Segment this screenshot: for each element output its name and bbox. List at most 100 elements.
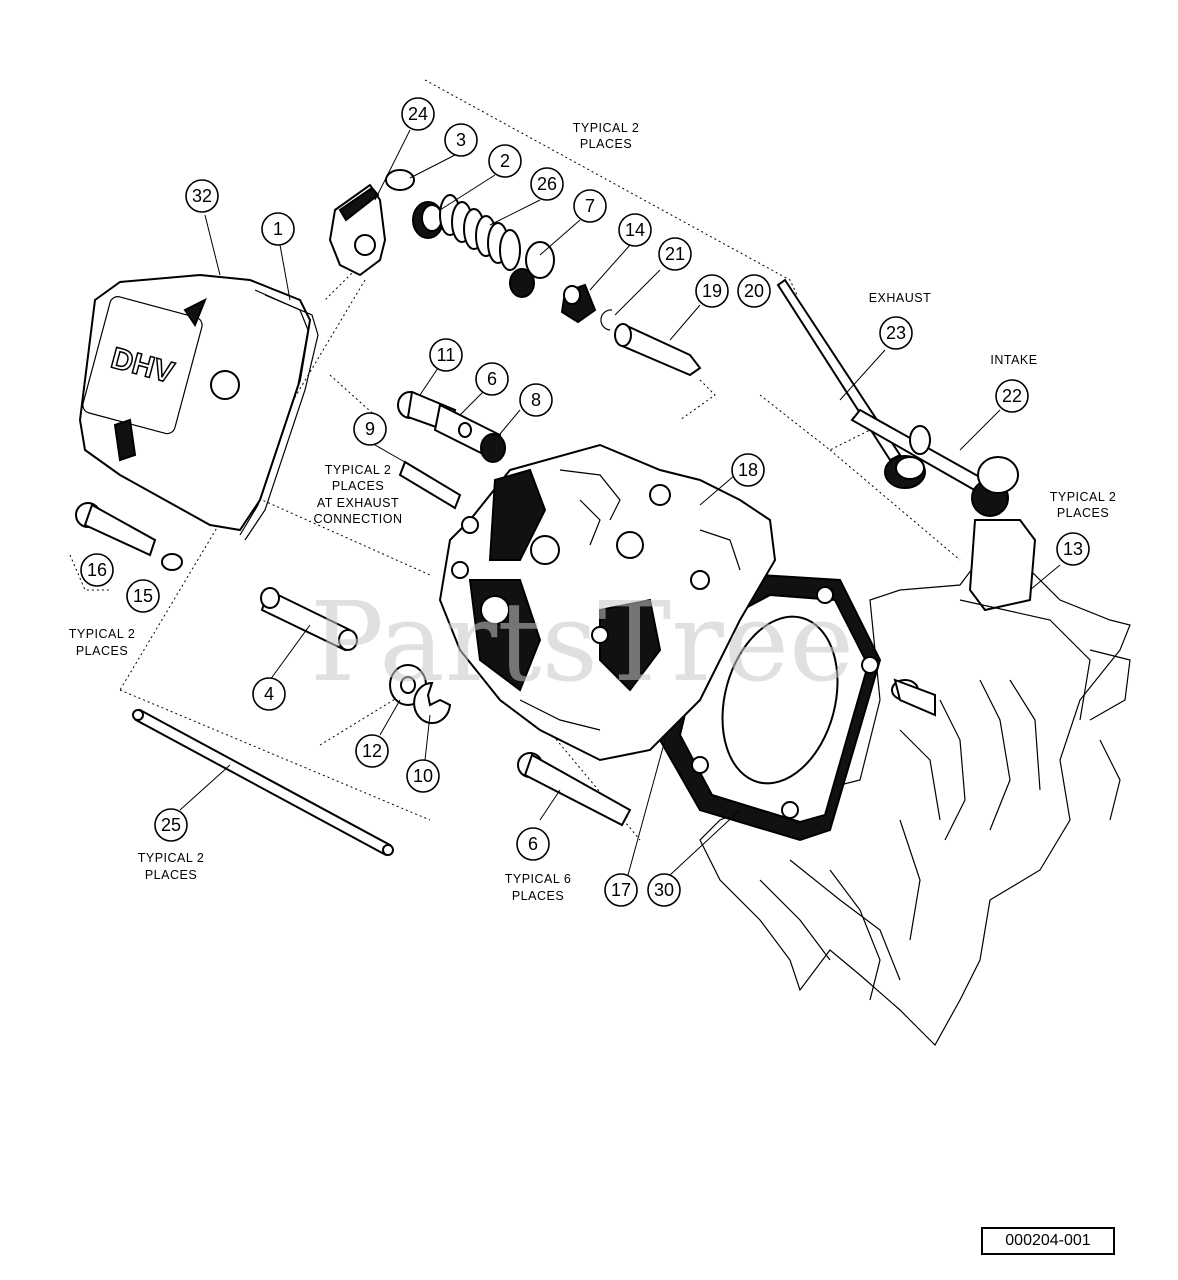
callout-9: 9: [353, 412, 387, 446]
svg-text:13: 13: [1063, 539, 1083, 559]
cylinder-gasket: [658, 573, 882, 842]
o-ring: [161, 553, 183, 571]
reference-number-box: 000204-001: [981, 1227, 1115, 1255]
svg-text:PLACES: PLACES: [145, 868, 197, 882]
valve-cover: DHV: [78, 273, 319, 541]
callout-21: 21: [658, 237, 692, 271]
callout-16: 16: [80, 553, 114, 587]
push-rod: [132, 708, 394, 857]
callout-12: 12: [355, 734, 389, 768]
callout-26: 26: [530, 167, 564, 201]
callout-13: 13: [1056, 532, 1090, 566]
callout-22: 22: [995, 379, 1029, 413]
note-typical-2-top: TYPICAL 2 PLACES: [573, 121, 640, 151]
callout-4: 4: [252, 677, 286, 711]
callout-6a: 6: [475, 362, 509, 396]
spring-seat: [509, 241, 555, 298]
callout-32: 32: [185, 179, 219, 213]
callout-25: 25: [154, 808, 188, 842]
intake-valve: [850, 408, 1019, 517]
callout-24: 24: [401, 97, 435, 131]
valve-seal: [560, 283, 597, 324]
retaining-ring: [600, 309, 613, 331]
callout-19: 19: [695, 274, 729, 308]
callout-11: 11: [429, 338, 463, 372]
svg-text:TYPICAL 2: TYPICAL 2: [138, 851, 205, 865]
svg-text:PLACES: PLACES: [332, 479, 384, 493]
svg-text:9: 9: [365, 419, 375, 439]
svg-text:TYPICAL 2: TYPICAL 2: [573, 121, 640, 135]
svg-text:32: 32: [192, 186, 212, 206]
rocker-pivot: [433, 403, 506, 463]
svg-text:26: 26: [537, 174, 557, 194]
svg-text:20: 20: [744, 281, 764, 301]
stud: [398, 460, 462, 510]
svg-text:PLACES: PLACES: [512, 889, 564, 903]
watermark: PartsTree: [310, 578, 854, 706]
svg-text:19: 19: [702, 281, 722, 301]
valve-spring: [439, 194, 521, 271]
callout-20: 20: [737, 274, 771, 308]
svg-text:16: 16: [87, 560, 107, 580]
svg-text:6: 6: [528, 834, 538, 854]
note-typical-2-exhaust-connection: TYPICAL 2 PLACES AT EXHAUST CONNECTION: [313, 463, 402, 526]
callout-7: 7: [573, 189, 607, 223]
svg-text:PLACES: PLACES: [76, 644, 128, 658]
svg-text:TYPICAL 2: TYPICAL 2: [1050, 490, 1117, 504]
svg-text:4: 4: [264, 684, 274, 704]
svg-text:18: 18: [738, 460, 758, 480]
svg-text:EXHAUST: EXHAUST: [869, 291, 932, 305]
svg-text:6: 6: [487, 369, 497, 389]
svg-text:12: 12: [362, 741, 382, 761]
head-bolt: [517, 752, 632, 827]
svg-text:PLACES: PLACES: [580, 137, 632, 151]
valve-guide: [614, 323, 702, 377]
svg-text:25: 25: [161, 815, 181, 835]
svg-text:INTAKE: INTAKE: [990, 353, 1037, 367]
svg-text:7: 7: [585, 196, 595, 216]
callout-14: 14: [618, 213, 652, 247]
cylinder-head: [438, 443, 777, 762]
svg-text:15: 15: [133, 586, 153, 606]
callout-1: 1: [261, 212, 295, 246]
cover-bolt: [75, 502, 157, 557]
valve-keeper: [385, 169, 415, 191]
callout-8: 8: [519, 383, 553, 417]
valve-spring-retainer: [412, 201, 444, 239]
svg-text:TYPICAL 6: TYPICAL 6: [505, 872, 572, 886]
dowel-pin: [260, 587, 358, 652]
svg-text:8: 8: [531, 390, 541, 410]
svg-text:22: 22: [1002, 386, 1022, 406]
note-typical-6: TYPICAL 6 PLACES: [505, 872, 572, 903]
callout-10: 10: [406, 759, 440, 793]
e-clip: [413, 681, 452, 724]
note-exhaust: EXHAUST: [869, 291, 932, 305]
svg-text:CONNECTION: CONNECTION: [313, 512, 402, 526]
callout-17: 17: [604, 873, 638, 907]
callout-15: 15: [126, 579, 160, 613]
svg-text:TYPICAL 2: TYPICAL 2: [69, 627, 136, 641]
engine-block: [699, 519, 1131, 1046]
svg-text:17: 17: [611, 880, 631, 900]
callout-3: 3: [444, 123, 478, 157]
svg-text:23: 23: [886, 323, 906, 343]
note-intake: INTAKE: [990, 353, 1037, 367]
svg-text:3: 3: [456, 130, 466, 150]
note-typical-2-pushrod: TYPICAL 2 PLACES: [138, 851, 205, 882]
svg-text:11: 11: [437, 345, 456, 365]
note-typical-2-right: TYPICAL 2 PLACES: [1050, 490, 1117, 520]
svg-text:2: 2: [500, 151, 510, 171]
leader-lines: [179, 129, 1061, 876]
note-typical-2-left: TYPICAL 2 PLACES: [69, 627, 136, 658]
callout-18: 18: [731, 453, 765, 487]
svg-text:PLACES: PLACES: [1057, 506, 1109, 520]
callout-6b: 6: [516, 827, 550, 861]
svg-text:24: 24: [408, 104, 428, 124]
svg-text:AT EXHAUST: AT EXHAUST: [317, 496, 399, 510]
svg-text:10: 10: [413, 766, 433, 786]
svg-text:1: 1: [273, 219, 283, 239]
svg-text:21: 21: [665, 244, 685, 264]
callout-23: 23: [879, 316, 913, 350]
svg-text:30: 30: [654, 880, 674, 900]
